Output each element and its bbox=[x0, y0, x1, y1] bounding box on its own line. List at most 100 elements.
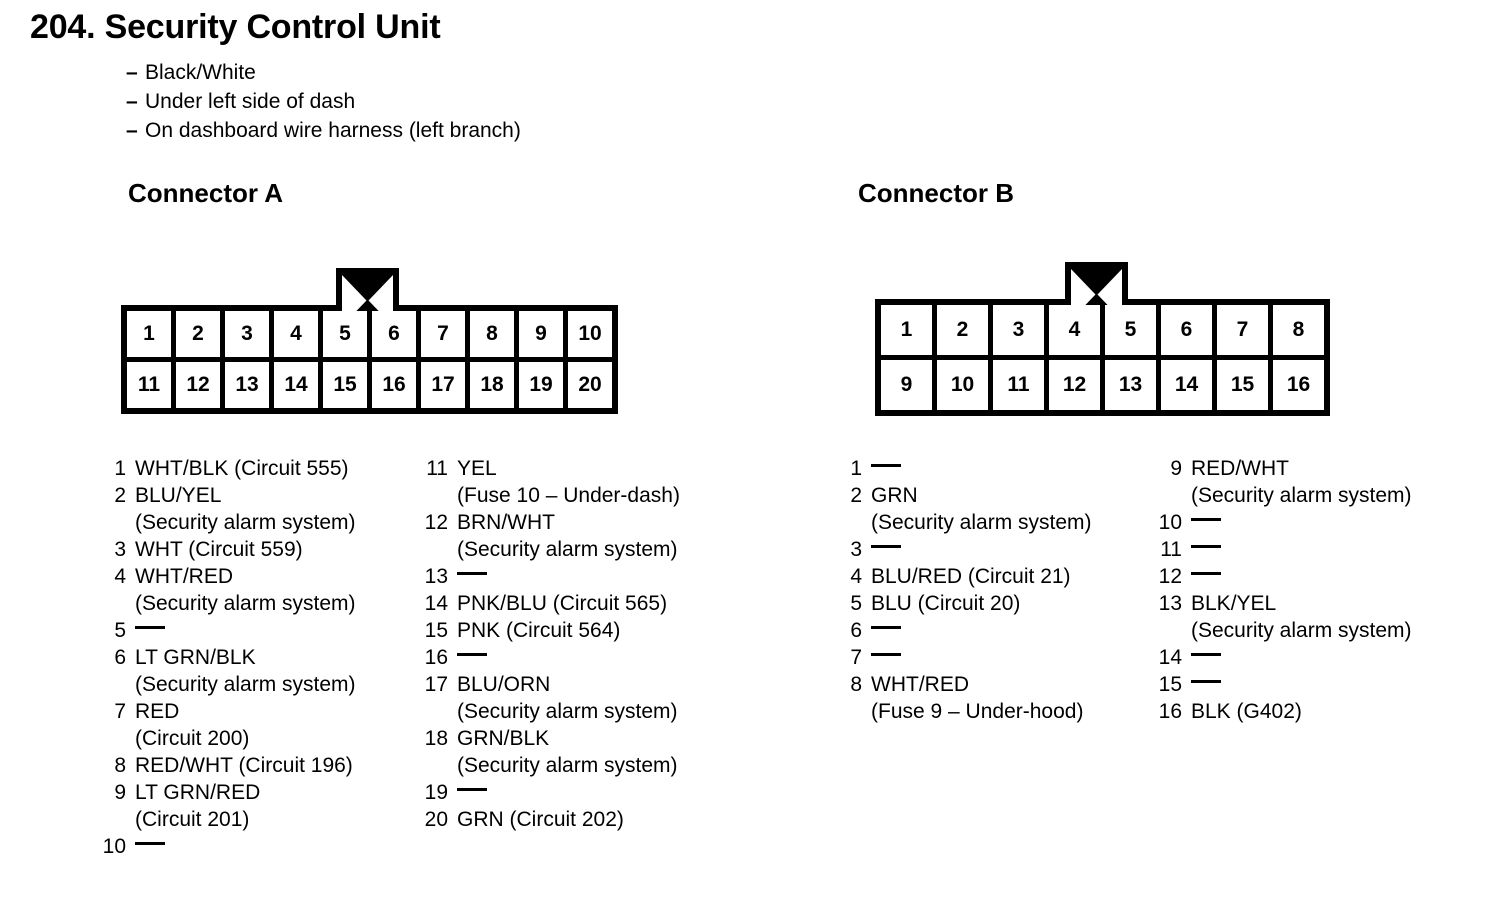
pin-number: 17 bbox=[424, 673, 448, 696]
bullet-dash-icon: – bbox=[126, 90, 138, 113]
pin-description-line: RED/WHT bbox=[1191, 457, 1289, 480]
pin-description-line: RED bbox=[135, 700, 180, 723]
pin-number: 1 bbox=[850, 457, 862, 480]
pin-number: 7 bbox=[850, 646, 862, 669]
pin-entry: 6 LT GRN/BLK (Security alarm system) bbox=[96, 644, 416, 698]
pin-empty-dash-icon bbox=[1191, 518, 1221, 521]
pin-description-line: (Circuit 201) bbox=[135, 808, 250, 831]
bowtie-latch-icon bbox=[1065, 262, 1128, 320]
pin-entry: 16 bbox=[418, 644, 728, 671]
pin-description-line: BLU/ORN bbox=[457, 673, 551, 696]
bullet-dash-icon: – bbox=[126, 119, 138, 142]
bullet-dash-icon: – bbox=[126, 61, 138, 84]
pin-description bbox=[457, 644, 487, 671]
pin-description bbox=[1191, 509, 1221, 536]
connector-b-heading: Connector B bbox=[858, 178, 1014, 208]
pin-empty-dash-icon bbox=[457, 572, 487, 575]
connector-a-heading: Connector A bbox=[128, 178, 284, 208]
pin-entry: 12 bbox=[1152, 563, 1472, 590]
pin-number: 10 bbox=[102, 835, 126, 858]
pin-cell-4: 4 bbox=[274, 311, 318, 357]
pin-entry: 20 GRN (Circuit 202) bbox=[418, 806, 728, 833]
pin-description-line: (Security alarm system) bbox=[1191, 619, 1412, 642]
pin-description bbox=[871, 644, 901, 671]
pin-number: 6 bbox=[850, 619, 862, 642]
pin-description-line: BLU/RED (Circuit 21) bbox=[871, 565, 1071, 588]
subtitle-text: Under left side of dash bbox=[145, 90, 356, 113]
pin-description-line: GRN/BLK bbox=[457, 727, 550, 750]
pin-empty-dash-icon bbox=[457, 653, 487, 656]
subtitle-list: –Black/White–Under left side of dash–On … bbox=[126, 61, 521, 148]
pin-description: WHT/RED (Security alarm system) bbox=[135, 563, 356, 617]
pin-description-line: YEL bbox=[457, 457, 497, 480]
pin-description-line: BLK (G402) bbox=[1191, 700, 1302, 723]
pin-number: 8 bbox=[850, 673, 862, 696]
pin-number: 2 bbox=[850, 484, 862, 507]
pin-description-line: (Security alarm system) bbox=[135, 592, 356, 615]
pin-description-line: WHT/RED bbox=[871, 673, 969, 696]
pin-empty-dash-icon bbox=[871, 545, 901, 548]
pin-description-line: BLK/YEL bbox=[1191, 592, 1277, 615]
pin-description-line: GRN (Circuit 202) bbox=[457, 808, 624, 831]
pin-cell-3: 3 bbox=[225, 311, 269, 357]
pin-entry: 16 BLK (G402) bbox=[1152, 698, 1472, 725]
pin-cell-13: 13 bbox=[1105, 360, 1156, 410]
pin-cell-10: 10 bbox=[568, 311, 612, 357]
pin-entry: 19 bbox=[418, 779, 728, 806]
pin-cell-8: 8 bbox=[1273, 305, 1324, 355]
pin-description: GRN/BLK(Security alarm system) bbox=[457, 725, 678, 779]
pin-number: 16 bbox=[1158, 700, 1182, 723]
pin-cell-14: 14 bbox=[1161, 360, 1212, 410]
pin-description-line: WHT (Circuit 559) bbox=[135, 538, 303, 561]
pin-empty-dash-icon bbox=[1191, 680, 1221, 683]
pin-description: RED/WHT(Security alarm system) bbox=[1191, 455, 1412, 509]
pin-description-line: LT GRN/BLK bbox=[135, 646, 256, 669]
pin-cell-19: 19 bbox=[519, 362, 563, 408]
pin-number: 20 bbox=[424, 808, 448, 831]
pin-description: RED/WHT (Circuit 196) bbox=[135, 752, 353, 779]
pin-description-line: WHT/RED bbox=[135, 565, 233, 588]
pin-cell-18: 18 bbox=[470, 362, 514, 408]
pin-description: PNK/BLU (Circuit 565) bbox=[457, 590, 667, 617]
pin-empty-dash-icon bbox=[457, 788, 487, 791]
pin-empty-dash-icon bbox=[871, 653, 901, 656]
pin-cell-15: 15 bbox=[1217, 360, 1268, 410]
pin-cell-15: 15 bbox=[323, 362, 367, 408]
pin-description bbox=[135, 833, 165, 860]
pin-description-line: (Security alarm system) bbox=[135, 673, 356, 696]
pin-cell-2: 2 bbox=[176, 311, 220, 357]
pin-cell-9: 9 bbox=[519, 311, 563, 357]
pin-entry: 10 bbox=[1152, 509, 1472, 536]
pin-cell-13: 13 bbox=[225, 362, 269, 408]
pin-description-line: PNK (Circuit 564) bbox=[457, 619, 621, 642]
pin-number: 9 bbox=[114, 781, 126, 804]
pin-number: 6 bbox=[114, 646, 126, 669]
pin-empty-dash-icon bbox=[1191, 653, 1221, 656]
pin-cell-9: 9 bbox=[881, 360, 932, 410]
pin-description bbox=[871, 536, 901, 563]
pin-empty-dash-icon bbox=[1191, 572, 1221, 575]
pin-description: YEL(Fuse 10 – Under-dash) bbox=[457, 455, 680, 509]
pin-cell-2: 2 bbox=[937, 305, 988, 355]
subtitle-row: –Black/White bbox=[126, 61, 521, 90]
pin-number: 15 bbox=[1158, 673, 1182, 696]
pin-entry: 15 bbox=[1152, 671, 1472, 698]
pin-cell-12: 12 bbox=[176, 362, 220, 408]
subtitle-row: –Under left side of dash bbox=[126, 90, 521, 119]
pin-entry: 6 bbox=[832, 617, 1152, 644]
pin-description: BLU/RED (Circuit 21) bbox=[871, 563, 1071, 590]
pin-entry: 13 bbox=[418, 563, 728, 590]
pin-cell-7: 7 bbox=[421, 311, 465, 357]
pin-number: 11 bbox=[1160, 538, 1182, 561]
subtitle-text: On dashboard wire harness (left branch) bbox=[145, 119, 521, 142]
